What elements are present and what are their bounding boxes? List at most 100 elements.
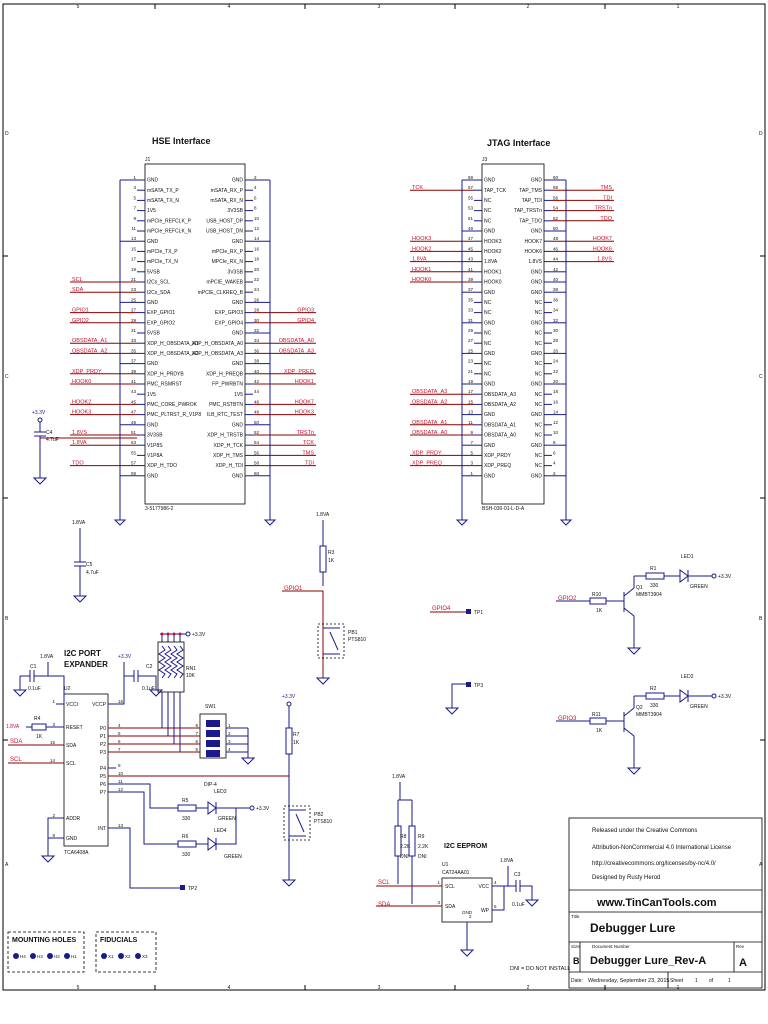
pin-name: EXP_GPIO1: [147, 310, 175, 316]
pin-number: 13: [131, 236, 137, 241]
pin-number: 7: [133, 206, 136, 211]
pin-name: mPCIe_RX_P: [212, 249, 244, 255]
pin-number: 9: [470, 430, 473, 435]
pin-name: OBSDATA_A1: [484, 422, 516, 428]
pin-name: VCCP: [92, 702, 107, 708]
pin-number: 25: [468, 348, 474, 353]
pin-name: NC: [535, 463, 543, 469]
pin-name: P3: [100, 750, 106, 756]
pin-number: 50: [254, 420, 260, 425]
pin-name: SDA: [66, 743, 77, 749]
sheet-size: B: [573, 956, 580, 966]
r2-value: 330: [650, 703, 659, 709]
pin-name: GND: [232, 473, 244, 479]
r9-note: DNI: [418, 854, 427, 860]
pin-number: 19: [468, 379, 474, 384]
io-expander: I2C PORT EXPANDER U2 TCA6408A 1VCCI3RESE…: [6, 649, 197, 892]
net-label: XDP_PRDY: [412, 450, 442, 456]
r8-note: DNI: [400, 854, 409, 860]
pin-name: VCC: [478, 884, 489, 890]
pin-number: 16: [118, 699, 124, 704]
pin-number: 8: [553, 440, 556, 445]
pin-number: 18: [254, 257, 260, 262]
row-marker-right: D: [759, 131, 763, 137]
pin-name: RESET: [66, 725, 83, 731]
pin-name: EXP_GPIO3: [215, 310, 243, 316]
jtag-title: JTAG Interface: [487, 138, 550, 148]
pin-name: GND: [147, 422, 159, 428]
net-label: OBSDATA_A1: [412, 420, 447, 426]
sheet-title: Debugger Lure: [590, 921, 676, 935]
pin-name: GND: [147, 473, 159, 479]
of-label: of: [709, 978, 714, 984]
pin-number: 39: [131, 369, 137, 374]
pin-number: 55: [131, 450, 137, 455]
pb1-net: GPIO1: [284, 586, 303, 592]
net-label: 1.8VA: [72, 440, 87, 446]
r9-value: 2.2K: [418, 844, 429, 850]
pin-name: NC: [484, 198, 492, 204]
pin-name: XDP_H_PRDYB: [147, 371, 184, 377]
pin-number: 23: [468, 359, 474, 364]
pin-name: NC: [484, 331, 492, 337]
eeprom-block: 1.8VA R8 2.2K DNI R9 2.2K DNI I2C EEPROM…: [376, 774, 540, 957]
pin-name: GND: [484, 320, 496, 326]
size-label: Size: [571, 944, 580, 949]
pin-number: 60: [254, 471, 260, 476]
license-line-3: http://creativecommons.org/licenses/by-n…: [592, 861, 716, 867]
pin-name: 3V3SB: [227, 208, 243, 214]
row-marker-left: D: [5, 131, 9, 137]
pin-name: GND: [484, 351, 496, 357]
pin-number: 16: [553, 399, 559, 404]
pin-name: GND: [531, 412, 543, 418]
pin-number: 43: [468, 257, 474, 262]
net-label: OBSDATA_A2: [72, 348, 107, 354]
net-label: TMS: [600, 185, 612, 191]
pin-number: 33: [131, 338, 137, 343]
pin-name: XDP_H_TMS: [213, 453, 244, 459]
net-label: XDP_PREQ: [284, 369, 315, 375]
pin-number: 11: [468, 420, 473, 425]
r11-value: 1K: [596, 728, 603, 734]
r7-value: 1K: [293, 740, 300, 746]
pin-name: NC: [535, 402, 543, 408]
pin-number: 25: [131, 297, 137, 302]
pin-name: WP: [481, 908, 490, 914]
pin-number: 1: [133, 175, 136, 180]
pin-number: 42: [553, 267, 559, 272]
pin-name: TAP_TRSTn: [514, 208, 542, 214]
pin-name: XDP_H_TDI: [215, 463, 243, 469]
c3-value: 0.1uF: [512, 902, 525, 908]
switch-pin-number: 2: [228, 731, 231, 736]
pin-name: SDA: [445, 904, 456, 910]
sheet-count: 1: [728, 978, 731, 984]
pin-name: NC: [535, 371, 543, 377]
led4-ref: LED4: [214, 828, 227, 834]
net-label: HOOK3: [295, 410, 314, 416]
pin-name: OBSDATA_A3: [484, 392, 516, 398]
pin-name: NC: [535, 310, 543, 316]
pin-name: GND: [531, 443, 543, 449]
net-label: HOOK0: [412, 277, 431, 283]
revision: A: [739, 957, 747, 969]
license-line-1: Released under the Creative Commons: [592, 828, 697, 834]
pin-number: 1: [52, 699, 55, 704]
switch-pin-number: 7: [195, 731, 198, 736]
jtag-ref: J3: [482, 157, 488, 163]
pin-number: 45: [468, 246, 474, 251]
pin-number: 53: [468, 206, 474, 211]
pin-number: 26: [553, 348, 559, 353]
pin-name: GND: [232, 239, 244, 245]
led3-ref: LED3: [214, 789, 227, 795]
pin-number: 49: [468, 226, 474, 231]
rn1-supply: +3.3V: [192, 632, 206, 638]
pin-number: 2: [553, 471, 556, 476]
pin-name: GND: [531, 320, 543, 326]
pin-name: VCCI: [66, 702, 78, 708]
pin-number: 27: [131, 308, 137, 313]
r8-ref: R8: [400, 834, 407, 840]
pin-name: 5VSB: [147, 269, 160, 275]
net-label: HOOK7: [593, 236, 612, 242]
